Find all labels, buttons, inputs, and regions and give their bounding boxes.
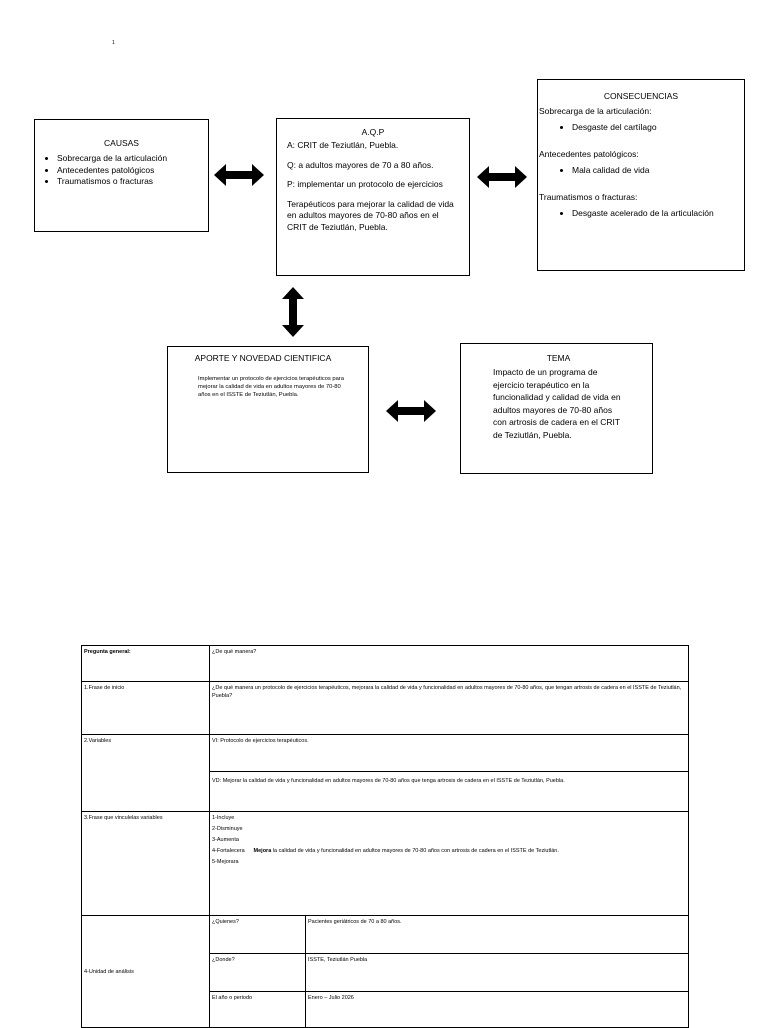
aporte-title: APORTE Y NOVEDAD CIENTIFICA	[194, 353, 332, 363]
aporte-text: Implementar un protocolo de ejercicios t…	[198, 376, 344, 398]
list-item: Sobrecarga de la articulación	[57, 153, 208, 165]
double-arrow-icon	[386, 400, 436, 422]
consecuencias-title: CONSECUENCIAS	[603, 91, 679, 101]
table-cell-question: ¿Quienes?	[209, 915, 306, 954]
causas-title: CAUSAS	[104, 138, 139, 148]
table-cell-label: 1.Frase de inicio	[81, 681, 210, 735]
vinculo-item: 1-Incluye	[212, 815, 235, 821]
table-row: 4-Unidad de análisis ¿Quienes? Pacientes…	[81, 915, 689, 1028]
aqp-box: A.Q.P A: CRIT de Teziutlán, Puebla. Q: a…	[276, 118, 470, 276]
double-arrow-vertical-icon	[282, 287, 304, 337]
table-row: VD: Mejorar la calidad de vida y funcion…	[82, 771, 689, 812]
consecuencias-heading: Traumatismos o fracturas:	[539, 192, 638, 202]
vinculo-item: 3-Aumenta	[212, 837, 239, 843]
vinculo-phrase: la calidad de vida y funcionalidad en ad…	[272, 848, 559, 854]
table-row: 2.Variables VI: Protocolo de ejercicios …	[81, 734, 689, 812]
list-item: Traumatismos o fracturas	[57, 176, 208, 188]
consecuencias-heading: Sobrecarga de la articulación:	[539, 106, 652, 116]
table-cell-answer: Pacientes geriátricos de 70 a 80 años.	[305, 915, 689, 954]
aqp-line-a: A: CRIT de Teziutlán, Puebla.	[287, 140, 399, 150]
aqp-line-p: P: implementar un protocolo de ejercicio…	[287, 179, 443, 189]
double-arrow-icon	[214, 164, 264, 186]
table-cell-value: 1-Incluye 2-Disminuye 3-Aumenta 4-Fortal…	[209, 811, 689, 916]
table-cell-label: 4-Unidad de análisis	[81, 915, 210, 1028]
tema-text: Impacto de un programa de ejercicio tera…	[493, 367, 621, 440]
table-row: 3.Frase que vinculelas variables 1-Inclu…	[81, 811, 689, 916]
table-row: Pregunta general: ¿De qué manera?	[81, 645, 689, 682]
aqp-line-terapeuticos: Terapéuticos para mejorar la calidad de …	[287, 198, 454, 232]
table-cell-question: El año o periodo	[209, 991, 306, 1028]
table-cell-value: VD: Mejorar la calidad de vida y funcion…	[209, 771, 689, 812]
table-cell-value: VI: Protocolo de ejercicios terapéuticos…	[209, 734, 689, 772]
aqp-line-q: Q: a adultos mayores de 70 a 80 años.	[287, 159, 434, 170]
consecuencias-list: Mala calidad de vida	[550, 165, 732, 177]
double-arrow-icon	[477, 166, 527, 188]
causas-box: CAUSAS Sobrecarga de la articulación Ant…	[34, 119, 209, 232]
vinculo-item: 2-Disminuye	[212, 826, 243, 832]
list-item: Desgaste acelerado de la articulación	[572, 208, 732, 220]
vinculo-bold-word: Mejora	[253, 848, 272, 854]
table-cell-label: 2.Variables	[81, 734, 210, 812]
aqp-title: A.Q.P	[361, 127, 385, 137]
research-question-table: Pregunta general: ¿De qué manera? 1.Fras…	[81, 645, 689, 1028]
consecuencias-list: Desgaste del cartílago	[550, 122, 732, 134]
table-cell-question: ¿Donde?	[209, 953, 306, 992]
consecuencias-list: Desgaste acelerado de la articulación	[550, 208, 732, 220]
table-cell-label: 3.Frase que vinculelas variables	[81, 811, 210, 916]
list-item: Mala calidad de vida	[572, 165, 732, 177]
consecuencias-heading: Antecedentes patológicos:	[539, 149, 639, 159]
list-item: Desgaste del cartílago	[572, 122, 732, 134]
table-cell-label: Pregunta general:	[81, 645, 210, 682]
vinculo-row: 4-Fortalecera Mejora la calidad de vida …	[212, 847, 686, 855]
causas-list: Sobrecarga de la articulación Antecedent…	[35, 153, 208, 188]
tema-title: TEMA	[546, 353, 571, 363]
table-cell-answer: Enero – Julio 2026	[305, 991, 689, 1028]
list-item: Antecedentes patológicos	[57, 165, 208, 177]
tema-box: TEMA Impacto de un programa de ejercicio…	[460, 343, 653, 474]
consecuencias-box: CONSECUENCIAS Sobrecarga de la articulac…	[537, 79, 745, 271]
page-number: 1	[112, 40, 115, 46]
table-row: El año o periodo Enero – Julio 2026	[82, 991, 689, 1028]
table-cell-answer: ISSTE, Teziutlán Puebla	[305, 953, 689, 992]
vinculo-item: 5-Mejorara	[212, 859, 239, 865]
table-cell-value: ¿De qué manera?	[209, 645, 689, 682]
vinculo-item: 4-Fortalecera	[212, 848, 245, 854]
table-cell-value: ¿De qué manera un protocolo de ejercicio…	[209, 681, 689, 735]
table-row: 1.Frase de inicio ¿De qué manera un prot…	[81, 681, 689, 735]
aporte-box: APORTE Y NOVEDAD CIENTIFICA Implementar …	[167, 346, 369, 473]
